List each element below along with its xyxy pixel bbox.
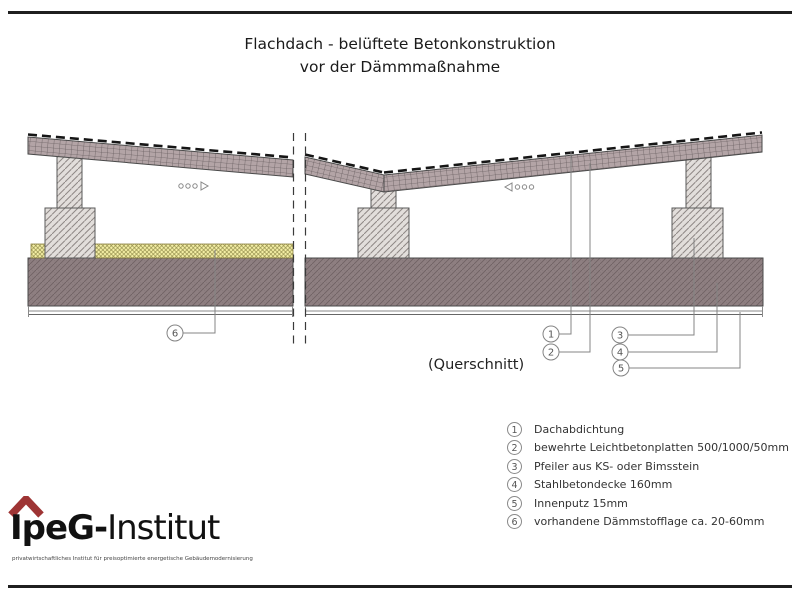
- legend-num-badge: 4: [507, 477, 522, 493]
- leader-3: [628, 238, 695, 336]
- legend-label: Stahlbetondecke 160mm: [534, 478, 673, 492]
- leader-6: [183, 250, 216, 334]
- legend: 1 Dachabdichtung 2 bewehrte Leichtbetonp…: [507, 420, 789, 531]
- legend-label: Dachabdichtung: [534, 422, 625, 436]
- deck-left: [27, 257, 294, 307]
- callout-1-circle: [542, 325, 560, 343]
- airflow-arrow-left-icon: [503, 182, 513, 192]
- callout-6-circle: [166, 324, 184, 342]
- callout-3-number: 3: [617, 331, 623, 342]
- legend-label: vorhandene Dämmstofflage ca. 20-60mm: [534, 515, 765, 529]
- legend-item: 2 bewehrte Leichtbetonplatten 500/1000/5…: [507, 439, 789, 458]
- frame-bottom-bar: [8, 585, 792, 588]
- legend-num-badge: 3: [507, 458, 522, 474]
- legend-item: 4 Stahlbetondecke 160mm: [507, 476, 789, 495]
- logo-tagline: privatwirtschaftliches Institut für prei…: [12, 556, 253, 562]
- pillar-left-shaft: [56, 155, 83, 209]
- roof-sealing-lines: [27, 131, 763, 174]
- airflow-symbol-right: [503, 182, 535, 192]
- deck-right: [304, 257, 764, 307]
- pillar-left-base: [44, 207, 96, 259]
- airflow-symbol-left: [178, 181, 210, 191]
- legend-item: 5 Innenputz 15mm: [507, 494, 789, 513]
- logo-wordmark: IpeG-Institut: [10, 508, 220, 548]
- callout-6-number: 6: [172, 329, 178, 340]
- pillars: [44, 147, 724, 259]
- logo-brand-light: Institut: [107, 508, 220, 548]
- legend-item: 6 vorhandene Dämmstofflage ca. 20-60mm: [507, 513, 789, 532]
- legend-num-badge: 1: [507, 421, 522, 437]
- leader-4: [628, 283, 718, 353]
- page-title-line2: vor der Dämmmaßnahme: [299, 58, 501, 76]
- section-caption: (Querschnitt): [428, 357, 525, 373]
- plaster-lines: [28, 306, 763, 317]
- legend-label: Innenputz 15mm: [534, 496, 628, 510]
- callout-4-number: 4: [617, 348, 623, 359]
- callout-1-number: 1: [548, 330, 554, 341]
- frame-top-bar: [8, 11, 792, 14]
- callout-3-circle: [611, 326, 629, 344]
- leader-2: [559, 163, 591, 353]
- logo-brand-bold: IpeG-: [10, 508, 108, 548]
- roof-slab-valley: [304, 156, 385, 193]
- callout-5-circle: [612, 359, 630, 377]
- leader-5: [629, 312, 741, 369]
- pillar-right-base: [671, 207, 724, 259]
- legend-label: bewehrte Leichtbetonplatten 500/1000/50m…: [534, 441, 789, 455]
- airflow-arrow-right-icon: [200, 181, 210, 191]
- page-title: Flachdach - belüftete Betonkonstruktion …: [0, 33, 800, 79]
- section-break-lines: [292, 133, 307, 346]
- callout-2-number: 2: [548, 348, 554, 359]
- legend-item: 3 Pfeiler aus KS- oder Bimsstein: [507, 457, 789, 476]
- logo-roof-icon: [8, 496, 44, 518]
- legend-num-badge: 6: [507, 514, 522, 530]
- callouts: 1 2 3 4 5 6: [166, 151, 741, 377]
- roof-slab-right: [383, 134, 763, 193]
- legend-label: Pfeiler aus KS- oder Bimsstein: [534, 459, 700, 473]
- legend-item: 1 Dachabdichtung: [507, 420, 789, 439]
- insulation-layer: [30, 243, 294, 259]
- callout-5-number: 5: [618, 364, 624, 375]
- pillar-middle-base: [357, 207, 410, 259]
- leader-1: [559, 151, 572, 335]
- legend-num-badge: 5: [507, 495, 522, 511]
- callout-2-circle: [542, 343, 560, 361]
- legend-num-badge: 2: [507, 440, 522, 456]
- page-title-line1: Flachdach - belüftete Betonkonstruktion: [244, 35, 556, 53]
